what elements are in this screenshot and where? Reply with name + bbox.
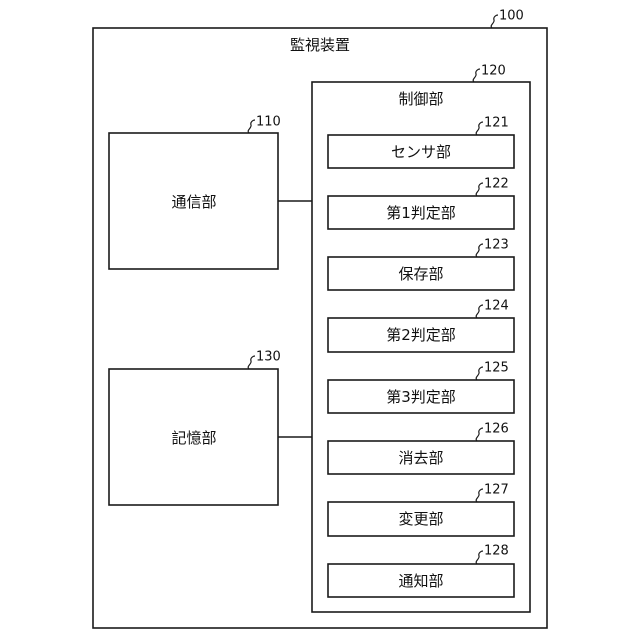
sub-unit-ref: 127	[484, 483, 509, 498]
sub-unit-ref: 128	[484, 544, 509, 559]
sub-unit-label: 保存部	[398, 265, 443, 283]
communication-unit: 通信部 110	[109, 115, 281, 270]
storage-unit: 記憶部 130	[109, 350, 281, 506]
sub-unit-ref: 124	[484, 299, 509, 314]
sub-unit-label: 第2判定部	[386, 326, 456, 344]
sub-unit-ref: 126	[484, 422, 509, 437]
sub-unit-label: 消去部	[398, 449, 443, 467]
sub-unit-label: 第3判定部	[386, 388, 456, 406]
sub-unit-label: 通知部	[398, 572, 443, 590]
monitoring-device-ref: 100	[499, 9, 524, 24]
control-unit-label: 制御部	[398, 90, 443, 108]
ref-leader	[491, 15, 498, 28]
communication-unit-ref: 110	[256, 115, 281, 130]
sub-unit-ref: 121	[484, 116, 509, 131]
sub-unit-ref: 123	[484, 238, 509, 253]
storage-unit-label: 記憶部	[171, 429, 216, 447]
storage-unit-ref: 130	[256, 350, 281, 365]
sub-unit-label: センサ部	[391, 143, 451, 161]
control-unit: 制御部 120 センサ部 121 第1判定部 122 保存部 123 第2判定部	[312, 64, 530, 613]
sub-unit-ref: 122	[484, 177, 509, 192]
sub-unit-ref: 125	[484, 361, 509, 376]
sub-unit-label: 第1判定部	[386, 204, 456, 222]
communication-unit-label: 通信部	[171, 193, 216, 211]
monitoring-device-label: 監視装置	[290, 36, 350, 54]
control-unit-ref: 120	[481, 64, 506, 79]
sub-unit-label: 変更部	[398, 510, 443, 528]
